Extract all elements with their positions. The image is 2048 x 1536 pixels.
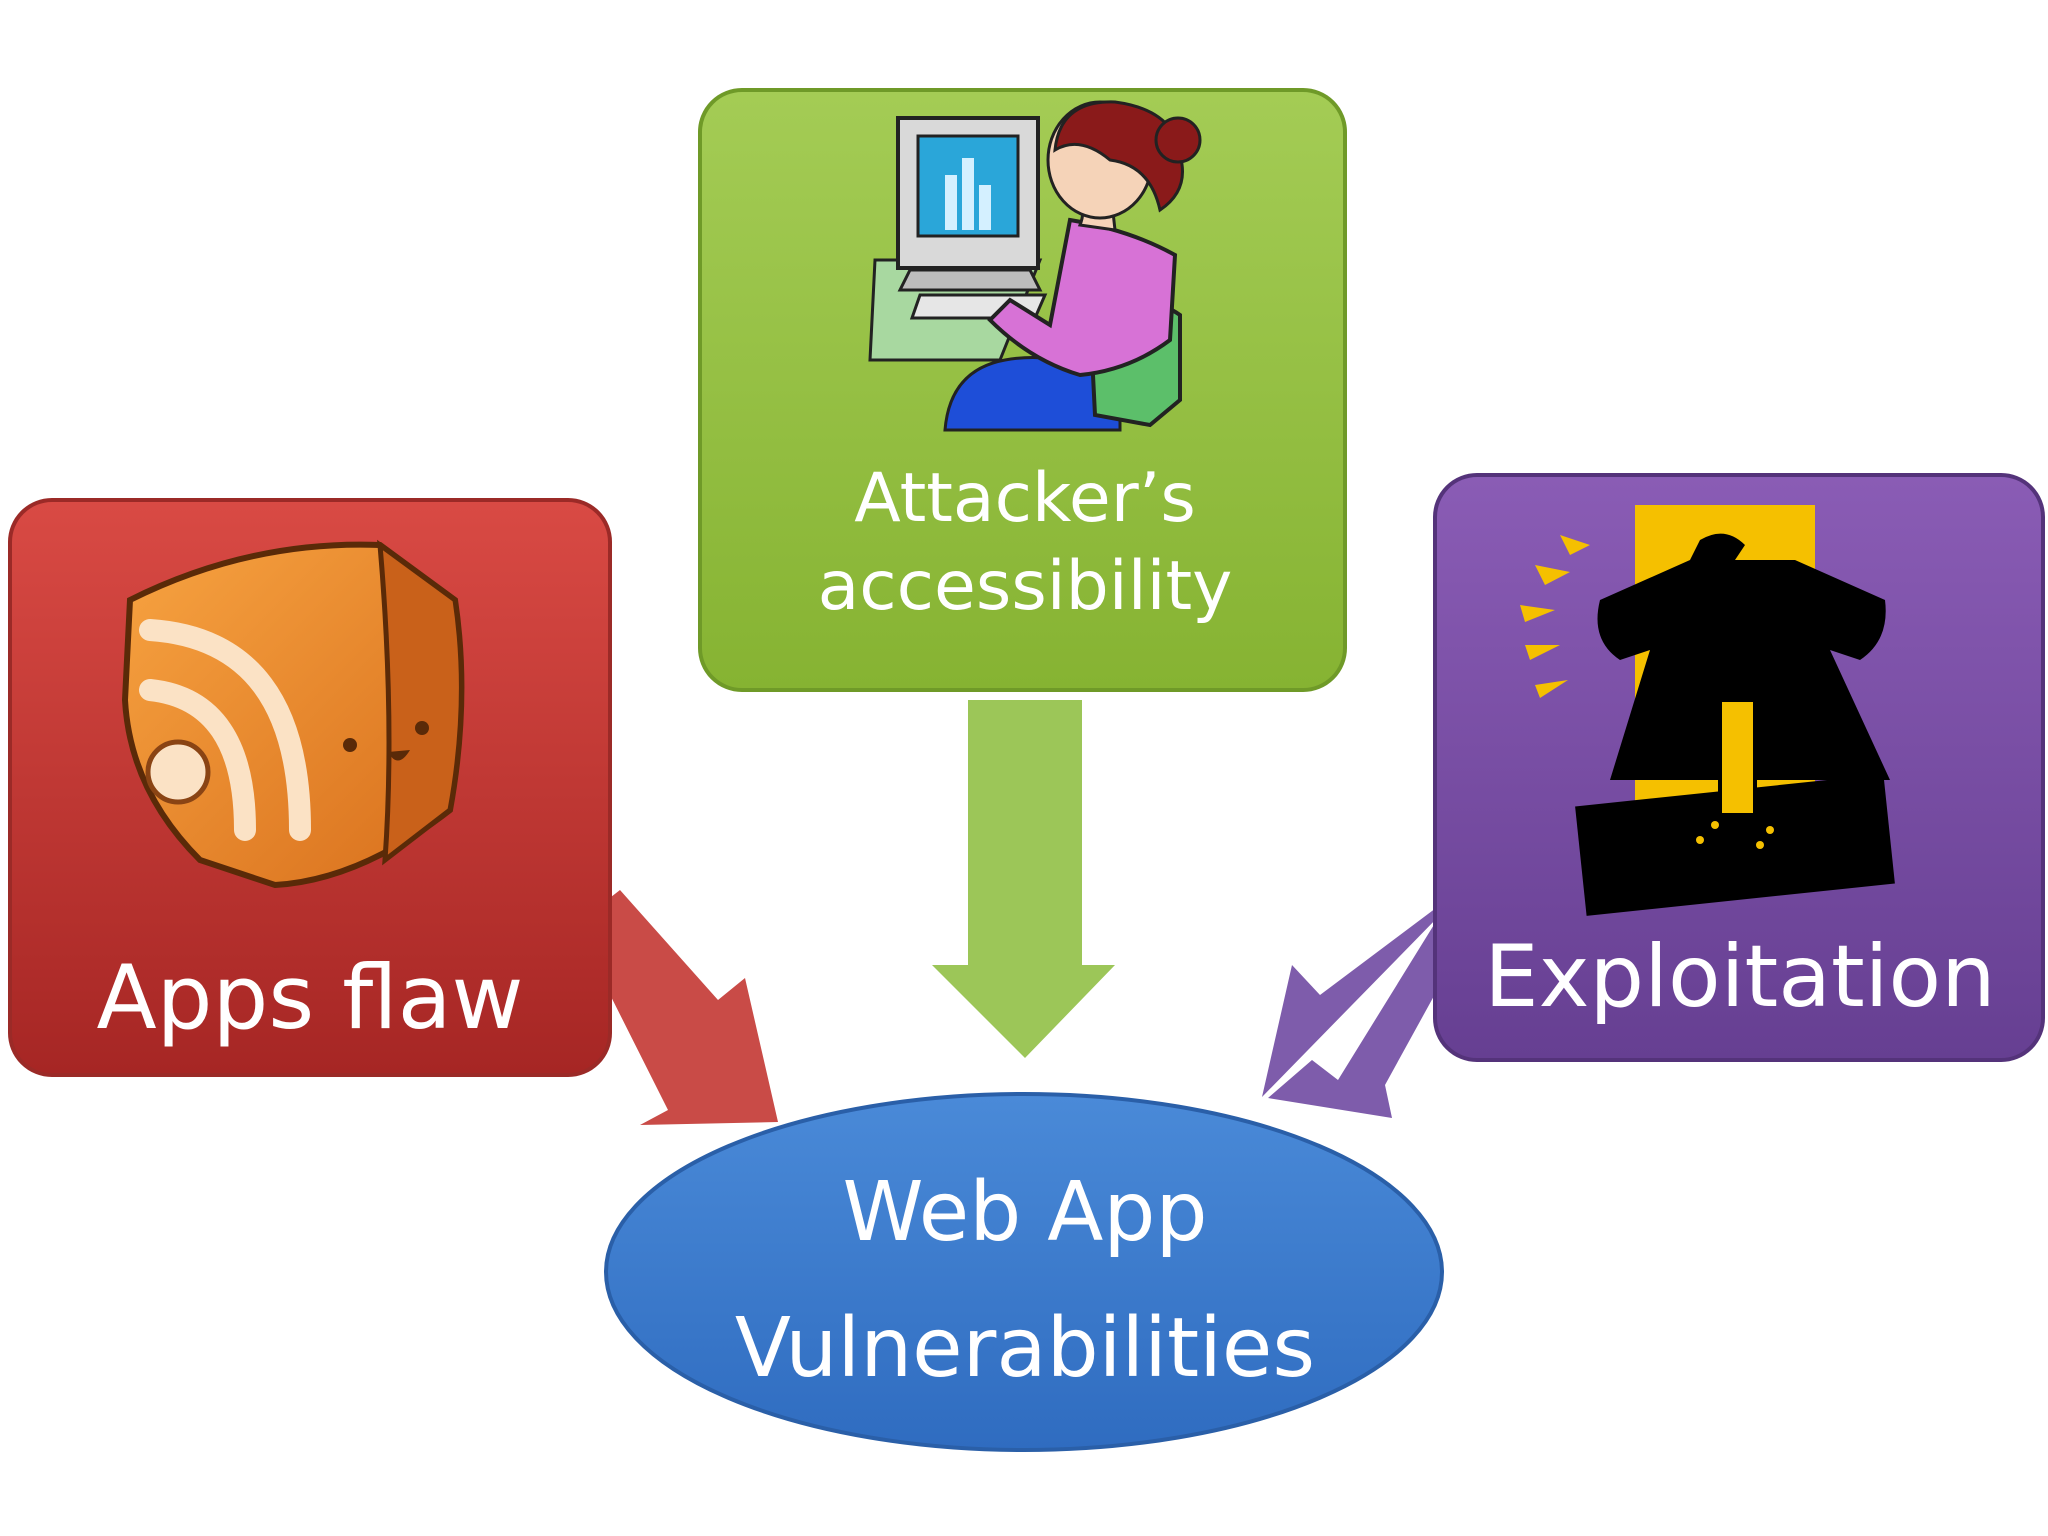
arrow-exploitation-to-web-app bbox=[1262, 905, 1440, 1118]
web-app-vulnerabilities-label-line2: Vulnerabilities bbox=[734, 1301, 1316, 1397]
attackers-accessibility-label-line2: accessibility bbox=[817, 547, 1233, 627]
person-at-computer-icon bbox=[868, 100, 1202, 432]
attackers-accessibility-label-line1: Attacker’s bbox=[854, 459, 1196, 538]
jackhammer-worker-icon bbox=[1520, 505, 1895, 916]
arrow-apps-flaw-to-web-app bbox=[575, 890, 778, 1125]
exploitation-label: Exploitation bbox=[1484, 927, 1996, 1027]
rss-cube-icon bbox=[121, 539, 465, 889]
web-app-vulnerabilities-label-line1: Web App bbox=[842, 1165, 1208, 1260]
web-app-vulnerabilities-label: Web App Vulnerabilities bbox=[640, 1145, 1410, 1417]
web-app-vulnerabilities-ellipse bbox=[604, 1092, 1444, 1452]
attackers-accessibility-label: Attacker’s accessibility bbox=[700, 455, 1350, 632]
apps-flaw-label: Apps flaw bbox=[96, 946, 524, 1049]
arrow-accessibility-to-web-app bbox=[932, 700, 1115, 1058]
